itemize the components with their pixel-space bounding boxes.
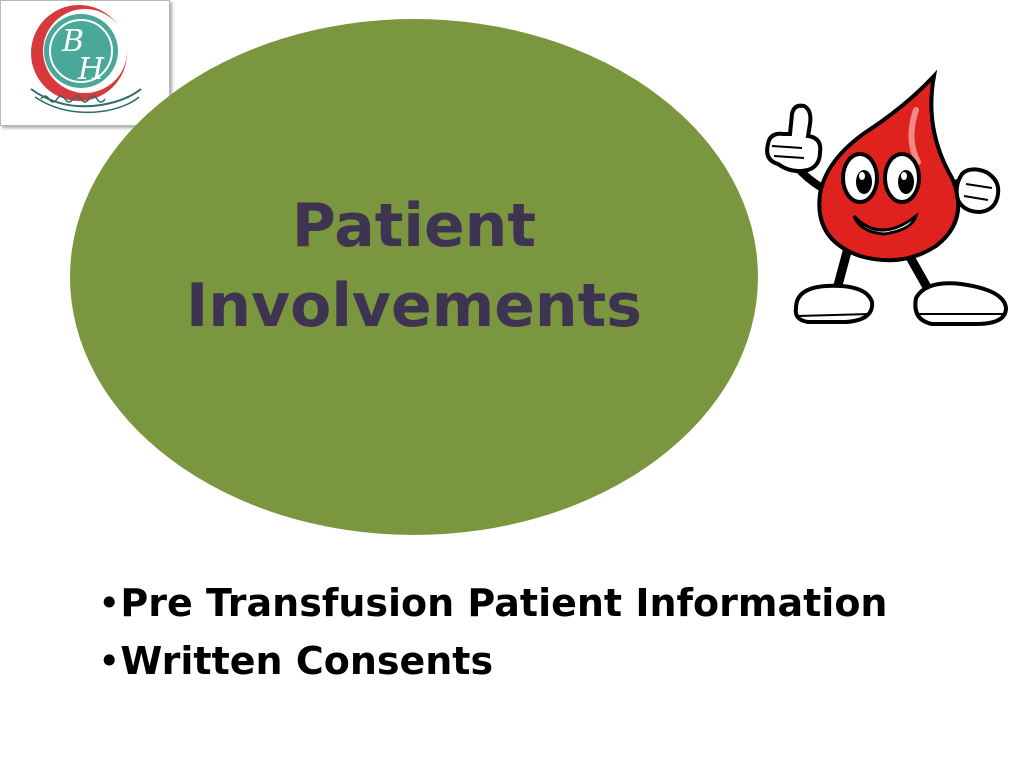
- bullet-list: •Pre Transfusion Patient Information •Wr…: [98, 574, 887, 690]
- bullet-marker: •: [98, 581, 121, 625]
- bullet-item-written-consents: •Written Consents: [98, 632, 887, 690]
- logo-letter-b: B: [61, 24, 84, 59]
- hospital-logo: B H: [0, 0, 170, 126]
- bullet-text: Written Consents: [120, 639, 494, 683]
- slide-title: Patient Involvements: [70, 186, 758, 346]
- title-ellipse: [70, 19, 758, 535]
- blood-drop-mascot-thumbs-up-icon: [765, 70, 1009, 326]
- logo-letter-h: H: [77, 52, 105, 87]
- bullet-item-pre-transfusion: •Pre Transfusion Patient Information: [98, 574, 887, 632]
- bullet-marker: •: [98, 639, 121, 683]
- title-line-2: Involvements: [185, 271, 643, 341]
- bullet-text: Pre Transfusion Patient Information: [120, 581, 888, 625]
- hospital-logo-icon: B H: [30, 5, 142, 114]
- title-line-1: Patient: [291, 191, 537, 261]
